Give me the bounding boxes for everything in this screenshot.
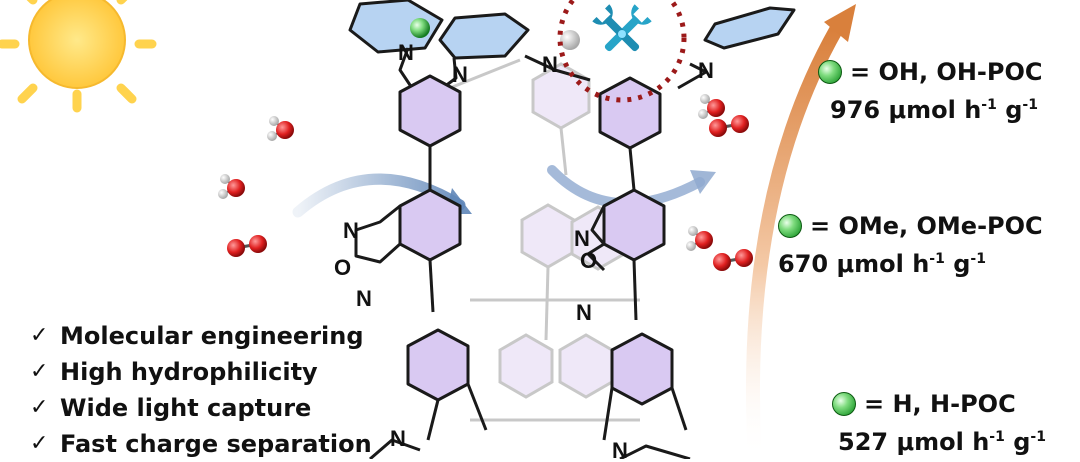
feature-list: ✓ Molecular engineering ✓ High hydrophilic…	[30, 318, 372, 462]
legend-group-label: = OMe, OMe-POC	[810, 212, 1043, 240]
legend-group-label: = H, H-POC	[864, 390, 1016, 418]
atom-o-2: O	[580, 248, 597, 273]
oxygen-molecule-icon	[711, 247, 755, 273]
substituent-ball-icon	[778, 214, 802, 238]
engineering-highlight	[557, 0, 687, 103]
substituent-ball-icon	[832, 392, 856, 416]
atom-labels: N N N N N O N N O N N N	[334, 40, 714, 459]
rate-value: 976 μmol h	[830, 96, 982, 124]
check-icon: ✓	[30, 359, 49, 384]
feature-label: Fast charge separation	[60, 430, 372, 458]
check-icon: ✓	[30, 431, 49, 456]
legend-ome: = OMe, OMe-POC 670 μmol h-1 g-1	[778, 212, 1043, 278]
atom-n-4: N	[698, 58, 714, 83]
feature-label: Wide light capture	[60, 394, 312, 422]
water-molecule-icon	[266, 115, 295, 142]
feature-item: ✓ Molecular engineering	[30, 318, 372, 354]
trend-arrow-icon	[745, 4, 856, 459]
rate-exp-h: -1	[981, 97, 997, 113]
rate-unit-g: g	[996, 96, 1023, 124]
legend-group-label: = OH, OH-POC	[850, 58, 1043, 86]
legend-rate: 976 μmol h-1 g-1	[830, 96, 1042, 124]
legend-oh: = OH, OH-POC 976 μmol h-1 g-1	[818, 58, 1042, 124]
atom-n-7: N	[574, 226, 590, 251]
legend-h: = H, H-POC 527 μmol h-1 g-1	[832, 390, 1046, 456]
rate-exp-h: -1	[989, 429, 1005, 445]
feature-label: Molecular engineering	[60, 322, 364, 350]
sun-icon	[0, 0, 157, 113]
water-molecule-icon	[217, 173, 246, 200]
cage-substituents	[410, 18, 580, 50]
rate-exp-g: -1	[1030, 429, 1046, 445]
feature-item: ✓ Fast charge separation	[30, 426, 372, 462]
oxygen-molecule-icon	[707, 113, 751, 139]
rate-exp-g: -1	[970, 251, 986, 267]
feature-item: ✓ Wide light capture	[30, 390, 372, 426]
atom-o-1: O	[334, 255, 351, 280]
rate-exp-h: -1	[929, 251, 945, 267]
atom-n-3: N	[542, 52, 558, 77]
feature-label: High hydrophilicity	[60, 358, 318, 386]
atom-n-1: N	[398, 40, 414, 65]
cage-front-framework	[348, 0, 796, 459]
atom-n-10: N	[612, 438, 628, 459]
rate-value: 527 μmol h	[838, 428, 990, 456]
atom-n-8: N	[576, 300, 592, 325]
atom-n-2: N	[452, 62, 468, 87]
feature-item: ✓ High hydrophilicity	[30, 354, 372, 390]
atom-n-9: N	[390, 426, 406, 451]
legend-rate: 670 μmol h-1 g-1	[778, 250, 1043, 278]
water-molecule-icon	[685, 225, 714, 252]
rate-exp-g: -1	[1022, 97, 1038, 113]
atom-n-6: N	[356, 286, 372, 311]
oxygen-molecule-icon	[225, 233, 269, 259]
rate-unit-g: g	[1004, 428, 1031, 456]
check-icon: ✓	[30, 323, 49, 348]
wrench-icon	[592, 4, 652, 52]
water-molecule-icon	[697, 93, 726, 120]
substituent-ball-icon	[818, 60, 842, 84]
check-icon: ✓	[30, 395, 49, 420]
legend-rate: 527 μmol h-1 g-1	[838, 428, 1046, 456]
atom-n-5: N	[343, 218, 359, 243]
rate-unit-g: g	[944, 250, 971, 278]
rate-value: 670 μmol h	[778, 250, 930, 278]
